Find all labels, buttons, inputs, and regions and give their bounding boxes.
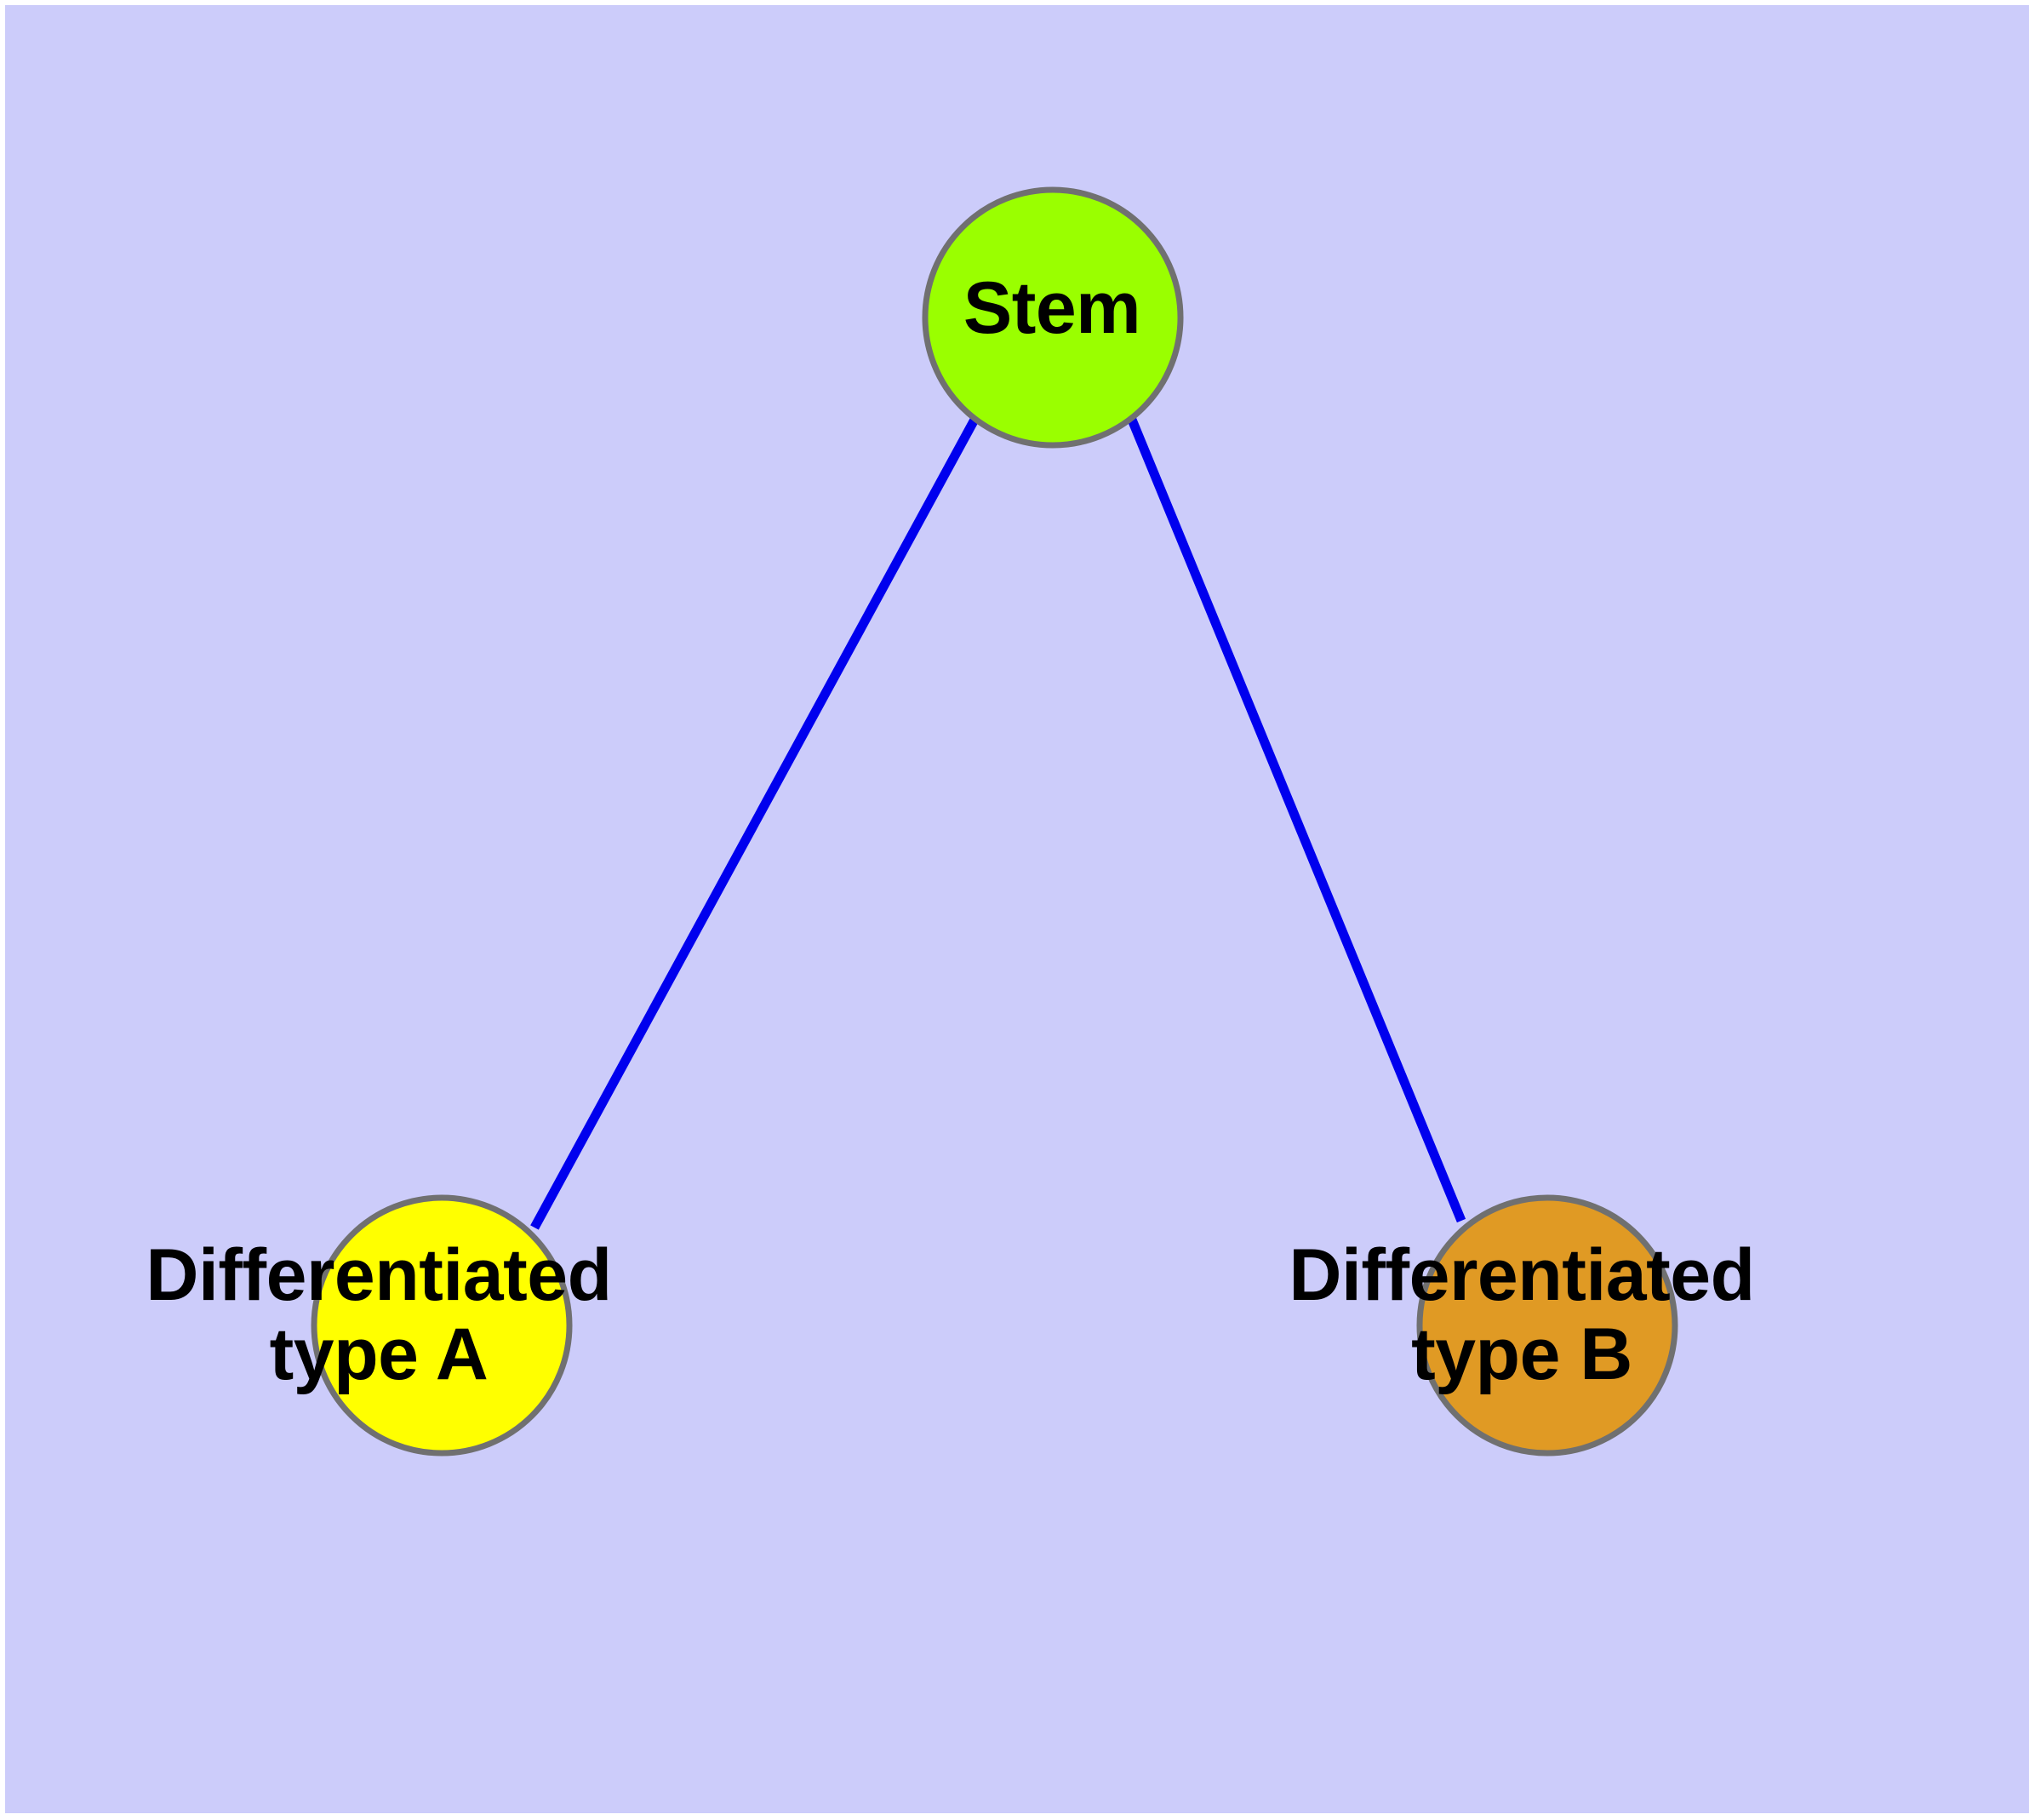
node-differentiated-type-b[interactable] (1416, 1194, 1678, 1457)
node-differentiated-type-a[interactable] (311, 1194, 573, 1457)
edge-layer (530, 417, 1466, 1230)
node-layer (311, 186, 1678, 1457)
node-stem[interactable] (922, 186, 1184, 449)
edge-stem-to-differentiated-type-b[interactable] (1127, 417, 1466, 1223)
edge-stem-to-differentiated-type-a[interactable] (530, 417, 979, 1230)
